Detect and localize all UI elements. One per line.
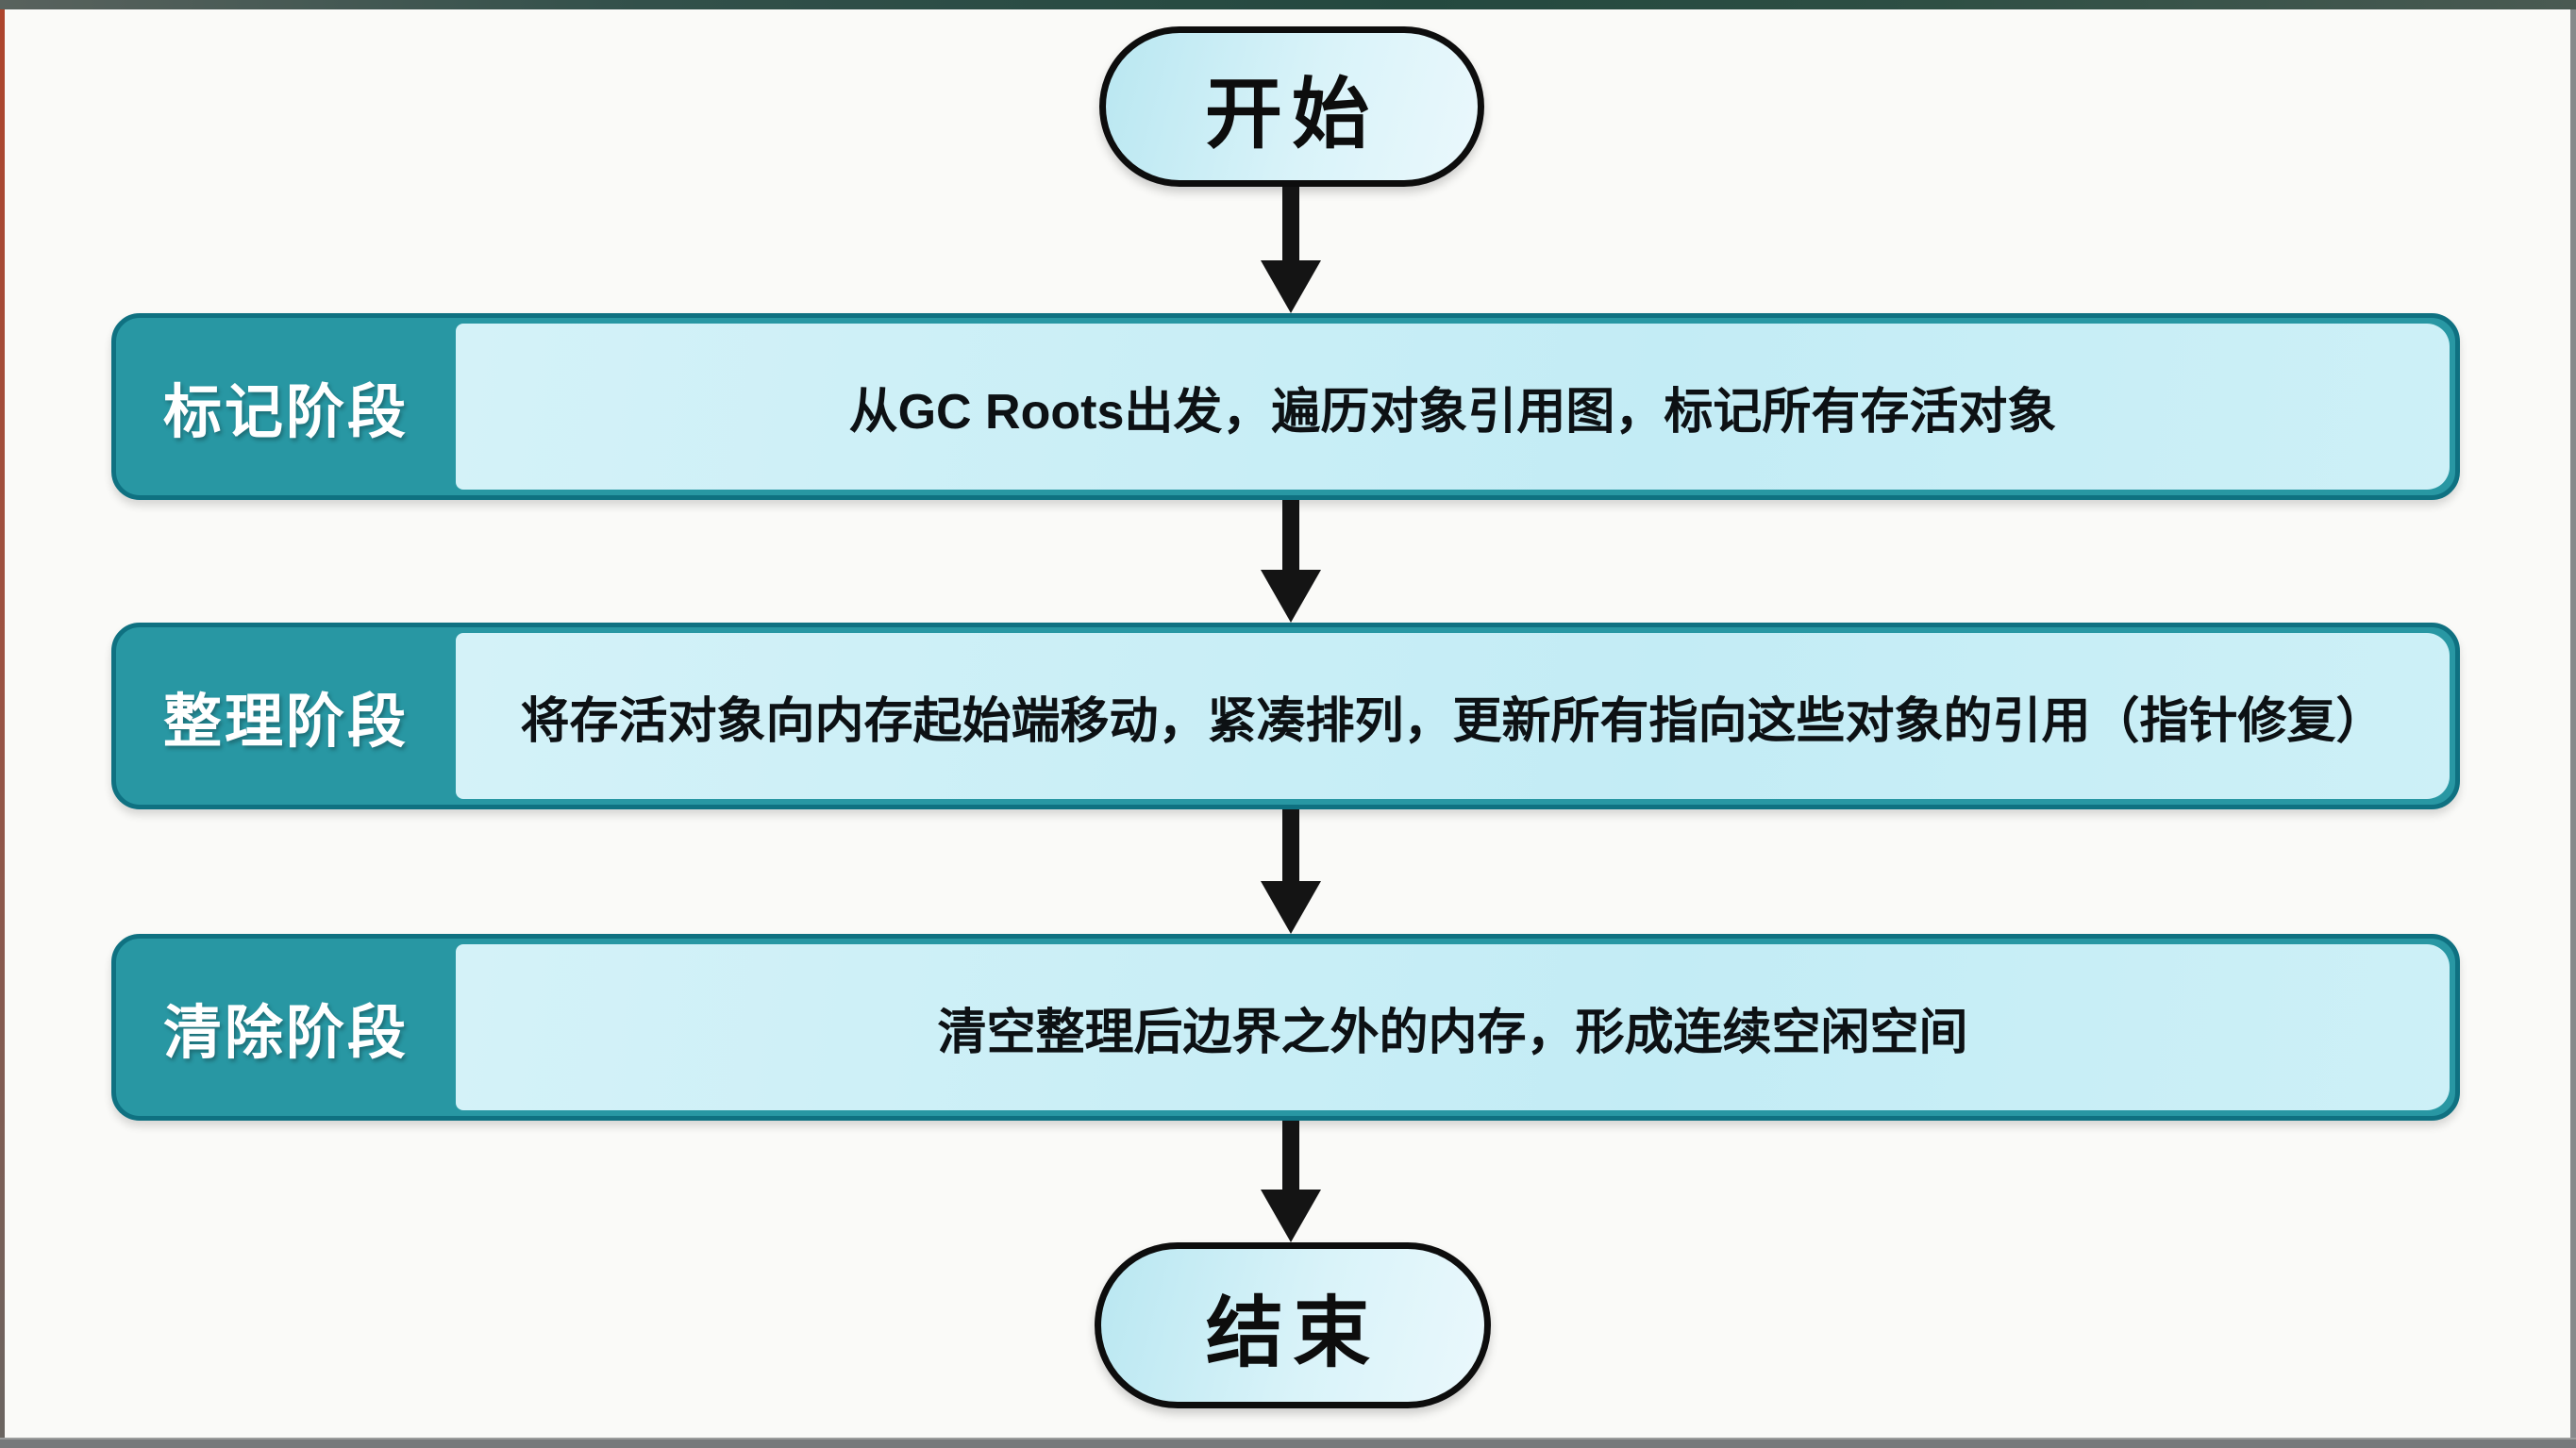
arrow-down-icon [1261, 809, 1321, 934]
step-label: 清除阶段 [162, 1001, 409, 1066]
bottom-border [0, 1438, 2576, 1448]
step-description: 清空整理后边界之外的内存，形成连续空闲空间 [456, 944, 2450, 1110]
end-node: 结束 [1095, 1242, 1491, 1408]
step-description: 从GC Roots出发，遍历对象引用图，标记所有存活对象 [456, 324, 2450, 490]
arrow-head [1261, 881, 1321, 934]
left-border [0, 9, 5, 1440]
step-row-compact-phase: 整理阶段 将存活对象向内存起始端移动，紧凑排列，更新所有指向这些对象的引用（指针… [111, 623, 2460, 809]
end-node-label: 结束 [1205, 1290, 1380, 1376]
arrow-down-icon [1261, 187, 1321, 313]
step-description: 将存活对象向内存起始端移动，紧凑排列，更新所有指向这些对象的引用（指针修复） [456, 633, 2450, 799]
right-border [2570, 9, 2576, 1440]
arrow-stem [1282, 809, 1299, 881]
arrow-down-icon [1261, 500, 1321, 623]
step-label: 标记阶段 [162, 380, 409, 445]
step-row-mark-phase: 标记阶段 从GC Roots出发，遍历对象引用图，标记所有存活对象 [111, 313, 2460, 500]
top-border [0, 0, 2576, 9]
arrow-stem [1282, 187, 1299, 260]
arrow-head [1261, 570, 1321, 623]
start-node: 开始 [1099, 26, 1484, 187]
arrow-stem [1282, 500, 1299, 570]
arrow-down-icon [1261, 1121, 1321, 1242]
start-node-label: 开始 [1204, 71, 1379, 158]
arrow-head [1261, 260, 1321, 313]
step-row-sweep-phase: 清除阶段 清空整理后边界之外的内存，形成连续空闲空间 [111, 934, 2460, 1121]
arrow-head [1261, 1190, 1321, 1242]
arrow-stem [1282, 1121, 1299, 1190]
step-label: 整理阶段 [162, 690, 409, 755]
